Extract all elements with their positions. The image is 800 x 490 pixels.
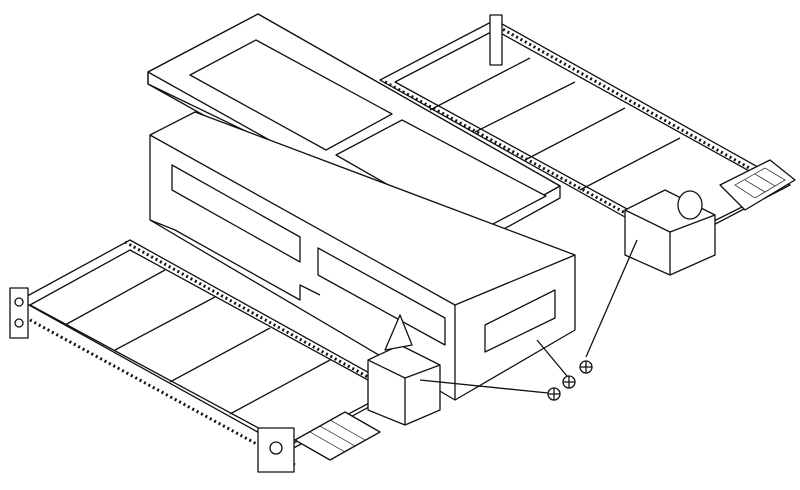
end-bracket-right [257, 427, 295, 473]
lid [147, 13, 561, 257]
lid-panel-left [189, 39, 393, 151]
motor-unit-lower [367, 314, 441, 426]
crosshair-circle-icon [547, 387, 561, 401]
base-box [149, 111, 576, 401]
lower-rail-assembly [9, 239, 401, 473]
end-bracket-left [9, 287, 29, 339]
callouts [419, 239, 638, 401]
lower-grid-pad [294, 411, 381, 461]
upper-grid-pad [734, 167, 786, 199]
crosshair-circle-icon [562, 375, 576, 389]
motor-unit-upper [624, 189, 716, 276]
crosshair-circle-icon [579, 360, 593, 374]
